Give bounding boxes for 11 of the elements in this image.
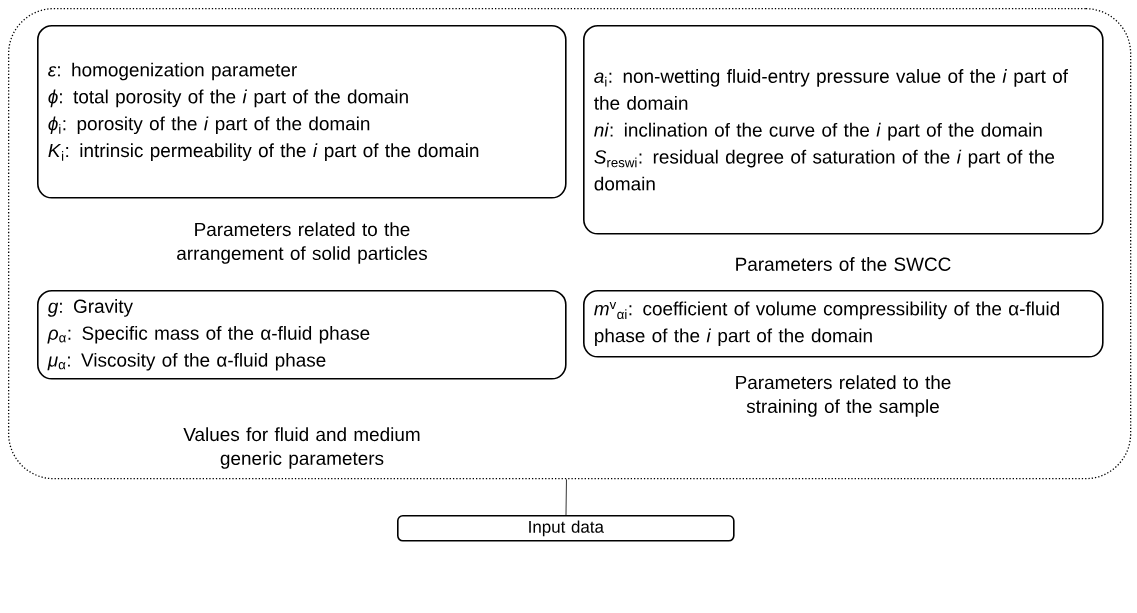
box-caption: Parameters related to the straining of the sample [736,375,951,417]
parameter-box: a$_{i}$: non-wetting fluid-entry pressure value of the i part of the domain ni: inclination of the curve of the i part of the domain S$_{reswi}$: residual degree of saturation of the i part of the domain [583,25,1104,235]
box-caption: Values for fluid and medium generic parameters [183,427,420,469]
parameter-box: g: Gravity ρ$_{α}$: Specific mass of the α-fluid phase μ$_{α}$: Viscosity of the α-fluid phase [37,290,567,380]
connector-line [565,478,567,516]
input-box: Input data [397,515,735,542]
dotted-frame [8,8,1132,480]
box-caption: Parameters related to the arrangement of solid particles [177,222,427,264]
parameter-box: m$^{v}$$_{αi}$: coefficient of volume compressibility of the α-fluid phase of the i part of the domain [583,290,1104,358]
parameter-box: ε: homogenization parameter ϕ: total porosity of the i part of the domain ϕ$_{i}$: porosity of the i part of the domain K$_{i}$: intrinsic permeability of the i part of the domain [37,25,567,199]
box-caption: Parameters of the SWCC [736,257,951,271]
